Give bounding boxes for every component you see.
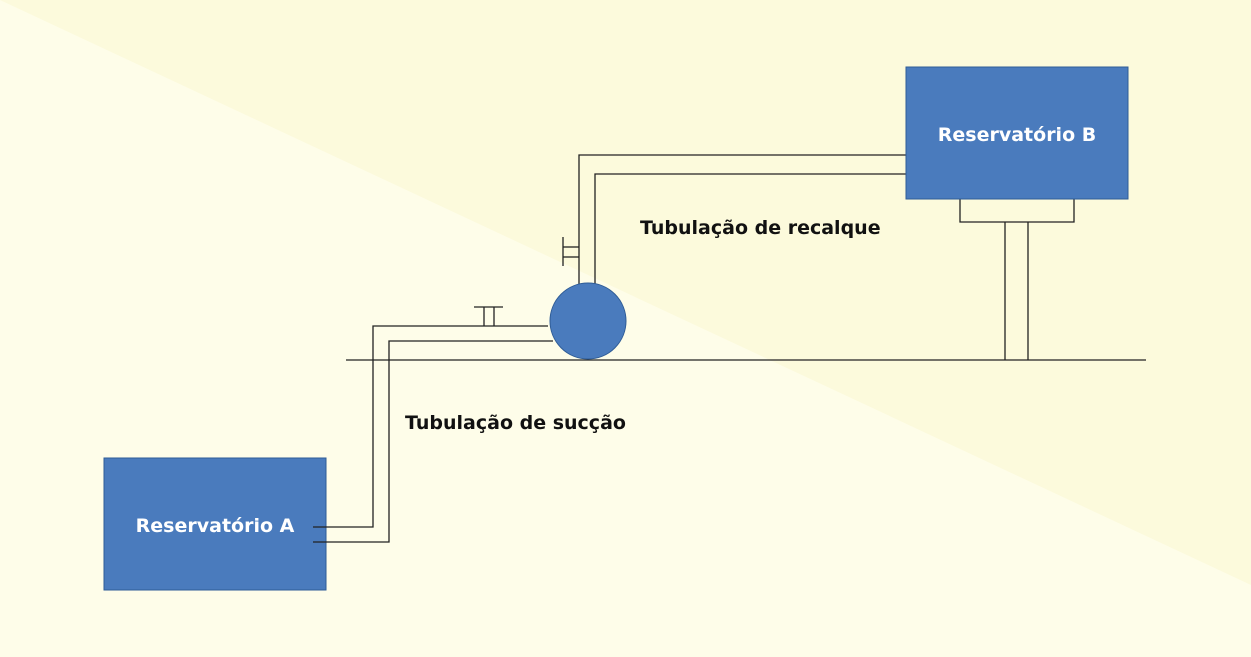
suction-pipe-inner-wall — [313, 340, 553, 543]
reservoir-b-box — [905, 66, 1129, 200]
discharge-pipe — [578, 154, 906, 292]
suction-valve — [474, 306, 503, 326]
discharge-valve — [562, 237, 579, 266]
support-cap — [959, 198, 1075, 223]
reservoir-a-label: Reservatório A — [136, 515, 295, 537]
reservoir-b-label: Reservatório B — [938, 124, 1096, 146]
reservoir-a-box — [103, 457, 327, 591]
suction-pipe-outer-wall — [313, 325, 548, 528]
discharge-pipe-outer-wall — [578, 154, 906, 292]
reservoir-a: Reservatório A — [103, 457, 327, 591]
reservoir-b: Reservatório B — [905, 66, 1129, 200]
discharge-pipe-inner-wall — [594, 173, 906, 284]
discharge-pipe-label: Tubulação de recalque — [640, 217, 881, 239]
suction-pipe-label: Tubulação de sucção — [405, 412, 626, 434]
pump — [549, 282, 627, 360]
suction-pipe — [313, 325, 553, 543]
reservoir-b-support — [959, 198, 1075, 360]
